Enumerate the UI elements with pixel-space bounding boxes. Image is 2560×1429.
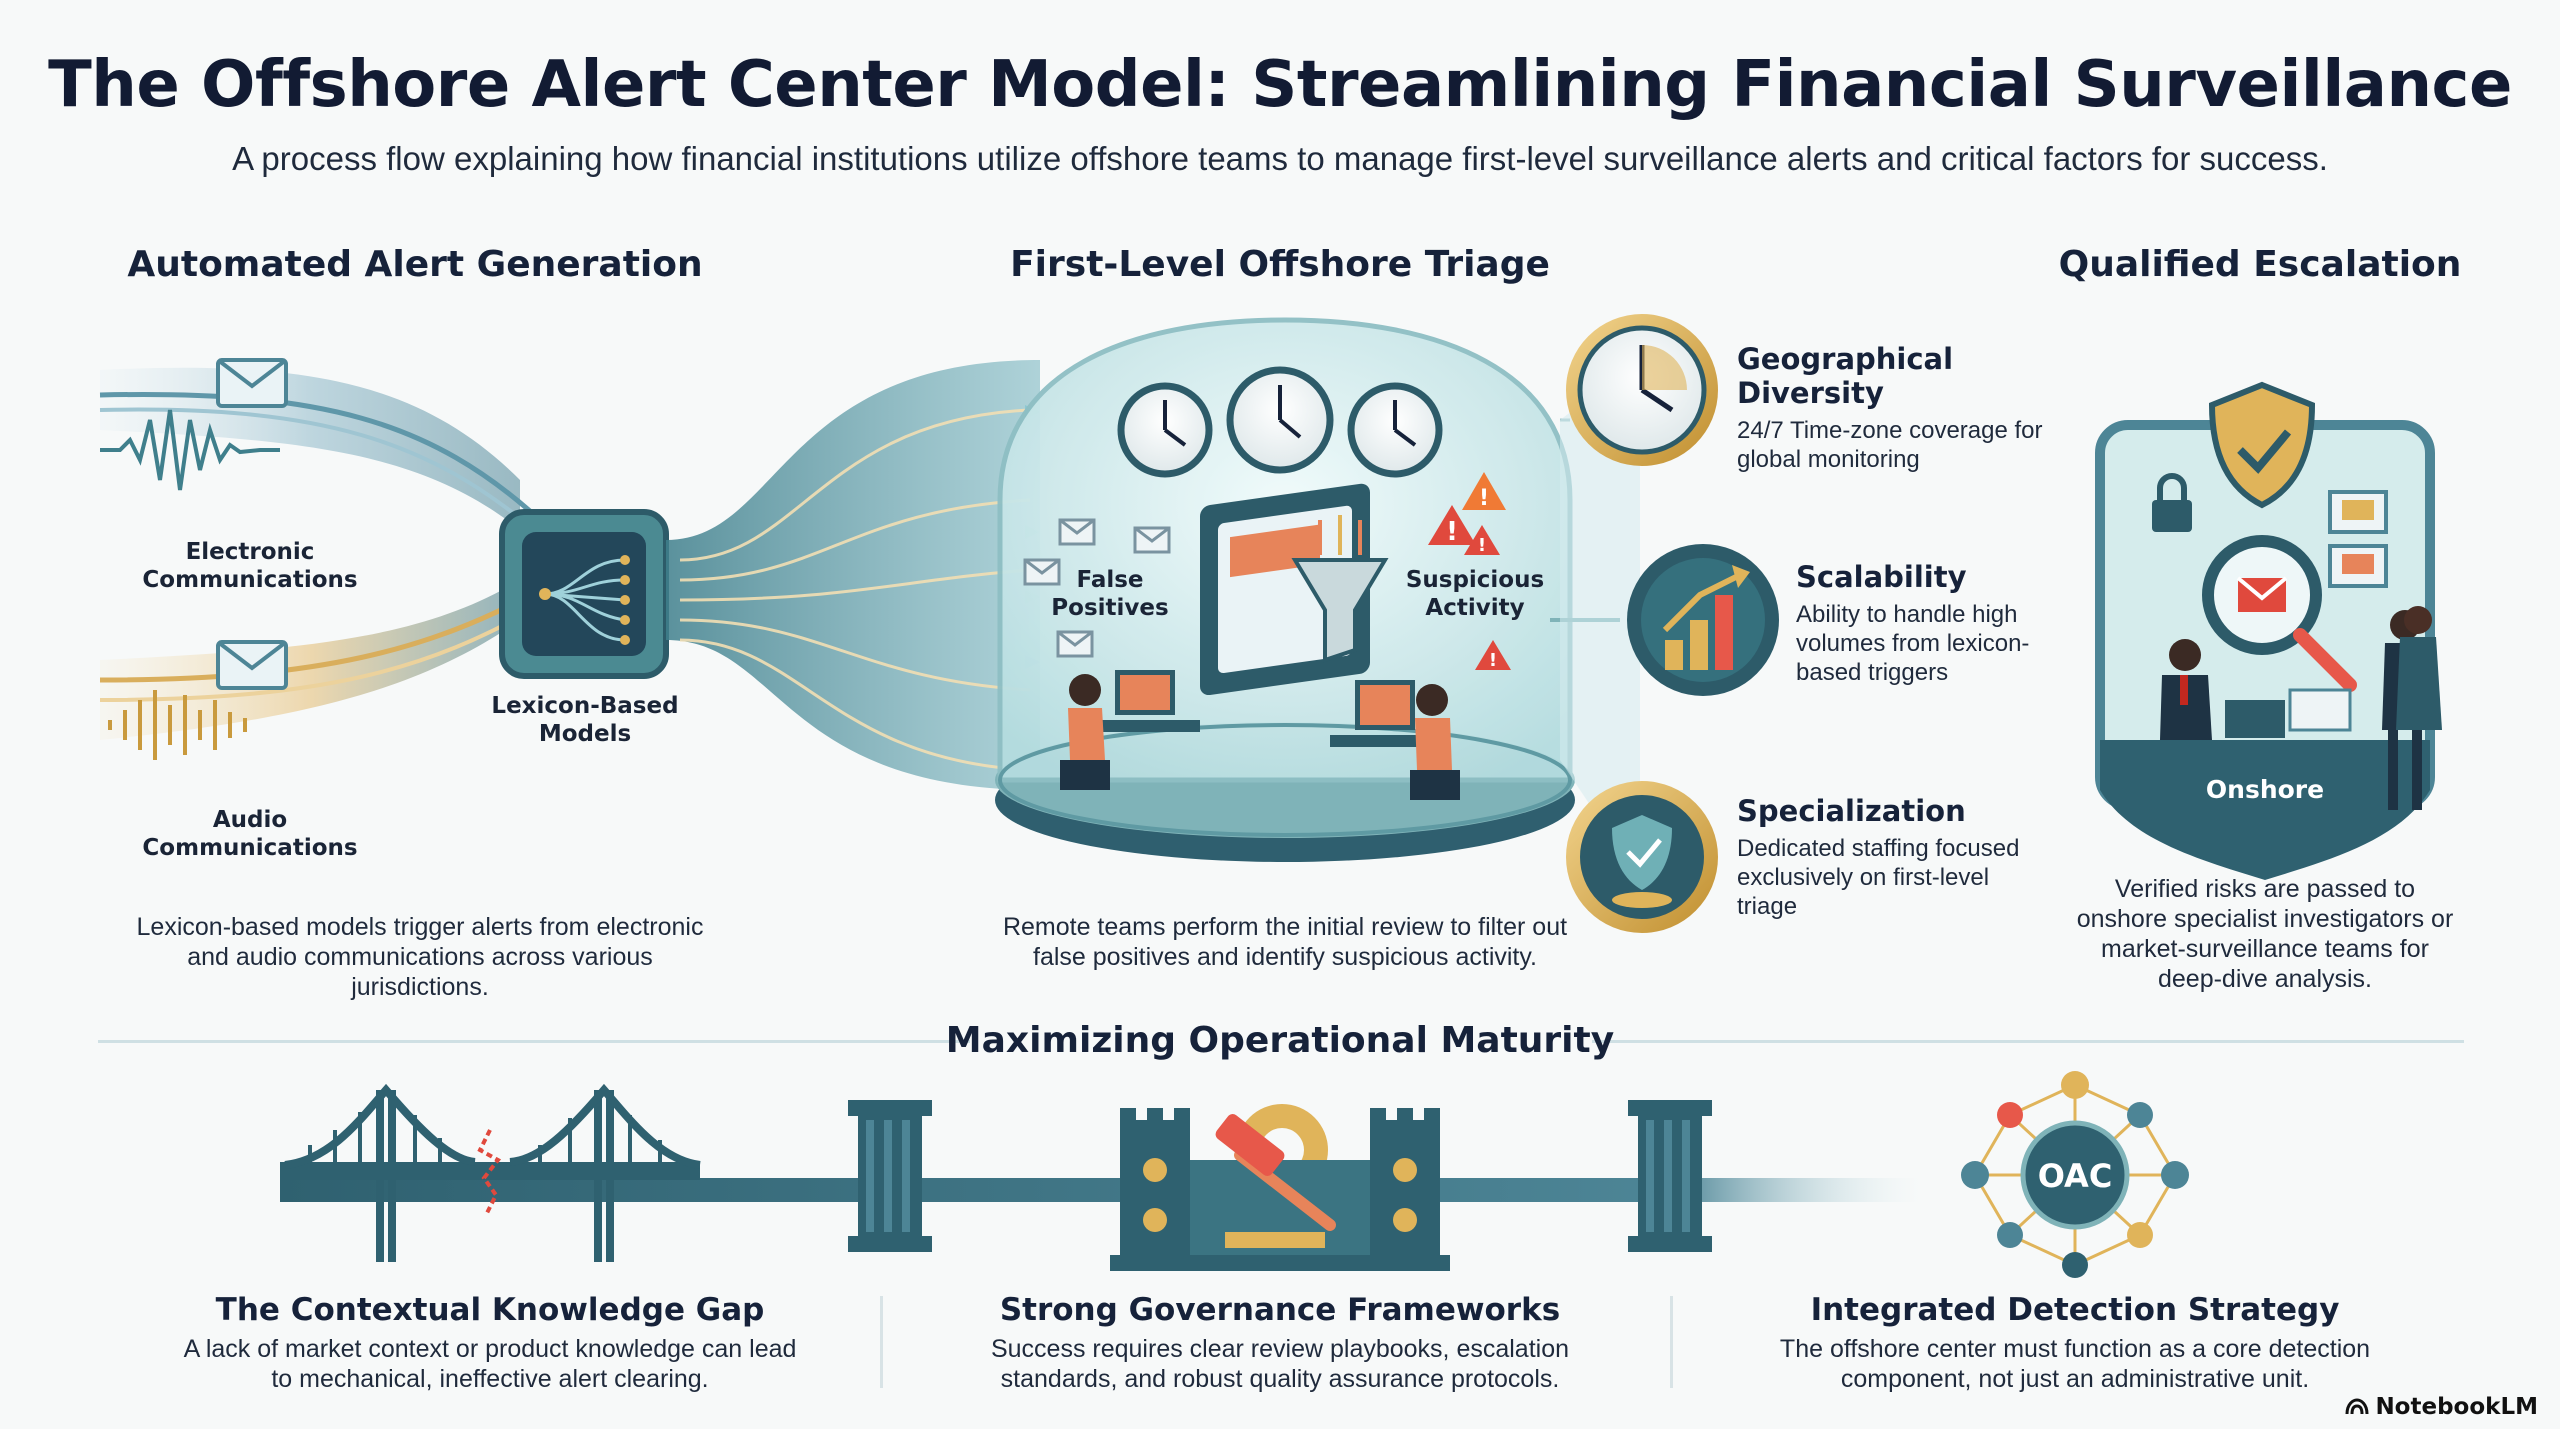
clock-icon xyxy=(1117,382,1213,478)
maturity-item-text: Success requires clear review playbooks,… xyxy=(990,1335,1570,1393)
maturity-item-title: The Contextual Knowledge Gap xyxy=(215,1292,765,1328)
svg-text:!: ! xyxy=(1446,517,1458,547)
page-subtitle: A process flow explaining how financial … xyxy=(232,140,2328,177)
broken-bridge-icon xyxy=(280,1083,701,1262)
maturity-item-governance: Strong Governance Frameworks Success req… xyxy=(960,1292,1600,1394)
audio-signal-flow xyxy=(99,580,542,760)
label-electronic-communications: Electronic Communications xyxy=(142,539,358,593)
envelope-icon xyxy=(1056,630,1094,658)
maturity-item-integrated-detection: Integrated Detection Strategy The offsho… xyxy=(1760,1292,2390,1394)
svg-text:!: ! xyxy=(1479,486,1489,511)
alert-flow-stream xyxy=(666,360,1040,790)
growth-chart-icon xyxy=(1627,544,1779,696)
label-lexicon-models: Lexicon-Based Models xyxy=(491,693,679,747)
pillar-icon xyxy=(1628,1100,1712,1252)
page-title: The Offshore Alert Center Model: Streaml… xyxy=(48,48,2512,122)
notebooklm-logo-icon xyxy=(2345,1398,2369,1415)
warning-icon: ! xyxy=(1428,505,1476,547)
section-divider xyxy=(98,1040,970,1043)
heading-alert-generation: Automated Alert Generation xyxy=(127,244,703,285)
waveform-icon xyxy=(100,409,280,491)
investigator-figure xyxy=(2396,606,2442,730)
envelope-icon xyxy=(216,640,288,690)
label-suspicious-activity: Suspicious Activity xyxy=(1405,567,1545,621)
maturity-heading: Maximizing Operational Maturity xyxy=(945,1020,1615,1061)
escalation-description: Verified risks are passed to onshore spe… xyxy=(2076,875,2454,993)
section-divider xyxy=(1592,1040,2464,1043)
envelope-icon xyxy=(1058,518,1096,546)
factor-geographical-diversity: Geographical Diversity 24/7 Time-zone co… xyxy=(1737,342,2067,474)
factor-title: Specialization xyxy=(1737,794,1966,828)
audio-waveform-icon xyxy=(108,690,247,760)
factor-text: 24/7 Time-zone coverage for global monit… xyxy=(1737,417,2043,473)
envelope-icon xyxy=(1023,558,1061,586)
warning-icon: ! xyxy=(1475,640,1511,671)
column-divider xyxy=(880,1296,883,1388)
clock-icon xyxy=(1347,382,1443,478)
maturity-item-knowledge-gap: The Contextual Knowledge Gap A lack of m… xyxy=(180,1292,800,1394)
maturity-illustration: OAC xyxy=(280,1071,2189,1278)
analyst-desk xyxy=(1330,680,1460,800)
warning-icon: ! xyxy=(1464,525,1500,556)
network-hub-icon: OAC xyxy=(1961,1071,2189,1278)
envelope-icon xyxy=(1133,526,1171,554)
triage-description: Remote teams perform the initial review … xyxy=(1002,913,1568,971)
brand-watermark: NotebookLM xyxy=(2345,1394,2538,1420)
investigator-figure xyxy=(2160,639,2285,740)
maturity-item-title: Integrated Detection Strategy xyxy=(1810,1292,2340,1328)
label-audio-communications: Audio Communications xyxy=(142,807,358,861)
maturity-item-text: A lack of market context or product know… xyxy=(183,1335,797,1393)
maturity-item-title: Strong Governance Frameworks xyxy=(999,1292,1561,1328)
lexicon-model-chip-icon xyxy=(499,509,669,679)
document-icon xyxy=(2328,490,2388,588)
process-flow-illustration: ! ! ! ! xyxy=(99,314,2442,933)
heading-qualified-escalation: Qualified Escalation xyxy=(2058,244,2462,285)
pillar-icon xyxy=(848,1100,932,1252)
factor-text: Dedicated staffing focused exclusively o… xyxy=(1737,835,2020,920)
svg-text:!: ! xyxy=(1489,650,1497,671)
label-false-positives: False Positives xyxy=(1051,567,1169,621)
electronic-signal-flow xyxy=(99,367,542,537)
filter-funnel-icon xyxy=(1291,515,1389,663)
castle-gavel-icon xyxy=(1110,1104,1450,1271)
heading-offshore-triage: First-Level Offshore Triage xyxy=(1010,244,1550,285)
offshore-triage-dome: ! ! ! ! xyxy=(995,317,1575,862)
factor-title: Scalability xyxy=(1796,560,1967,594)
label-onshore: Onshore xyxy=(2205,775,2325,804)
factor-specialization: Specialization Dedicated staffing focuse… xyxy=(1737,794,2037,921)
factor-text: Ability to handle high volumes from lexi… xyxy=(1796,601,2030,686)
clock-icon xyxy=(1566,314,1718,466)
factor-title: Geographical Diversity xyxy=(1737,342,1954,410)
column-divider xyxy=(1670,1296,1673,1388)
onshore-escalation-panel xyxy=(2095,381,2442,880)
lock-icon xyxy=(2152,473,2192,532)
magnifier-icon xyxy=(2202,535,2357,692)
maturity-item-text: The offshore center must function as a c… xyxy=(1779,1335,2371,1393)
generation-description: Lexicon-based models trigger alerts from… xyxy=(136,913,704,1001)
clock-icon xyxy=(1226,366,1334,474)
svg-text:!: ! xyxy=(1478,535,1486,556)
envelope-icon xyxy=(216,358,288,408)
analyst-desk xyxy=(1060,670,1200,790)
factor-fan xyxy=(1560,360,1640,880)
warning-icon: ! xyxy=(1462,472,1506,511)
shield-check-icon xyxy=(2208,381,2316,509)
shield-check-icon xyxy=(1566,781,1718,933)
factor-scalability: Scalability Ability to handle high volum… xyxy=(1796,560,2086,687)
hub-label: OAC xyxy=(2038,1157,2113,1195)
brand-label: NotebookLM xyxy=(2375,1394,2538,1420)
